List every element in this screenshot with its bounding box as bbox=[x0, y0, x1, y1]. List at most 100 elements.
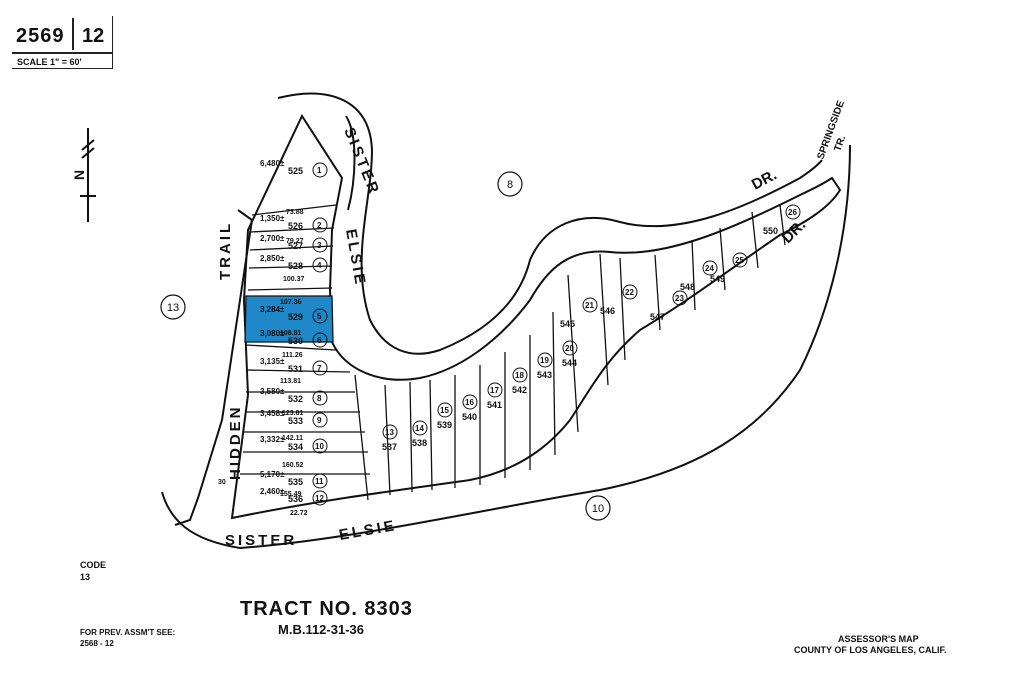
lot-number-label: 22 bbox=[625, 288, 634, 297]
parcel-ain-label: 526 bbox=[288, 221, 303, 231]
street-tr: TR. bbox=[832, 134, 848, 153]
previous-assessment-label: FOR PREV. ASSM'T SEE: bbox=[80, 628, 176, 637]
lot-number-circle bbox=[412, 420, 428, 436]
parcel-ain-label: 540 bbox=[462, 412, 477, 422]
parcel-ain-label: 544 bbox=[562, 358, 577, 368]
lot-number-circle bbox=[537, 352, 553, 368]
map-page-number: 12 bbox=[82, 25, 105, 47]
dimension-label: 111.26 bbox=[282, 352, 303, 359]
lot-number-label: 14 bbox=[415, 424, 424, 433]
lot-number-circle bbox=[732, 252, 748, 268]
parcel-ain-label: 537 bbox=[382, 442, 397, 452]
lot-number-label: 4 bbox=[317, 261, 322, 270]
dimension-label: 73.88 bbox=[286, 209, 304, 216]
street-sister-top: SISTER bbox=[340, 125, 383, 198]
box-divider-horizontal bbox=[12, 52, 112, 54]
dimension-label: 160.52 bbox=[282, 462, 304, 469]
parcel-area: 3,284± bbox=[260, 305, 285, 314]
street-elsie-bottom: ELSIE bbox=[338, 517, 398, 544]
road-edge bbox=[239, 144, 851, 549]
lot-number-circle bbox=[702, 260, 718, 276]
lot-number-circle bbox=[312, 473, 328, 489]
street-elsie-vertical: ELSIE bbox=[342, 228, 369, 288]
dimension-label: 30 bbox=[218, 479, 226, 486]
dimension-label: 107.36 bbox=[280, 299, 302, 306]
lot-number-label: 26 bbox=[788, 208, 797, 217]
road-edge bbox=[161, 491, 241, 549]
road-edge bbox=[174, 209, 254, 526]
parcel-area: 6,480± bbox=[260, 159, 285, 168]
north-arrow-icon bbox=[80, 128, 96, 222]
lot-number-label: 2 bbox=[317, 221, 322, 230]
parcel-ain-label: 529 bbox=[288, 312, 303, 322]
parcel-ain-label: 534 bbox=[288, 442, 303, 452]
lot-number-circle bbox=[312, 237, 328, 253]
parcel-area: 5,170± bbox=[260, 470, 285, 479]
street-hidden: HIDDEN bbox=[227, 404, 244, 480]
block-13-label: 13 bbox=[167, 302, 179, 314]
county-label: COUNTY OF LOS ANGELES, CALIF. bbox=[794, 645, 947, 655]
lot-number-circle bbox=[512, 367, 528, 383]
block-circle bbox=[585, 495, 611, 521]
block-8-label: 8 bbox=[507, 179, 513, 191]
code-value: 13 bbox=[80, 572, 91, 582]
parcel-ain-label: 535 bbox=[288, 477, 303, 487]
lot-number-circle bbox=[785, 204, 801, 220]
parcel-ain-label: 547 bbox=[650, 312, 665, 322]
parcel-ain-label: 532 bbox=[288, 394, 303, 404]
dimension-label: 100.37 bbox=[283, 276, 305, 283]
parcel-area: 2,460± bbox=[260, 487, 285, 496]
street-sister-bottom: SISTER bbox=[225, 532, 297, 549]
lot-number-label: 7 bbox=[317, 364, 322, 373]
parcel-area: 3,332± bbox=[260, 435, 285, 444]
lot-number-label: 13 bbox=[385, 428, 394, 437]
lot-number-label: 8 bbox=[317, 394, 322, 403]
parcel-ain-label: 542 bbox=[512, 385, 527, 395]
lot-number-label: 5 bbox=[317, 312, 322, 321]
lot-number-label: 6 bbox=[317, 336, 322, 345]
tract-number: TRACT NO. 8303 bbox=[240, 598, 413, 620]
lot-number-circle bbox=[312, 490, 328, 506]
lot-number-circle bbox=[312, 332, 328, 348]
lot-number-label: 18 bbox=[515, 371, 524, 380]
lot-number-label: 19 bbox=[540, 356, 549, 365]
lot-number-label: 12 bbox=[315, 494, 324, 503]
dimension-label: 22.72 bbox=[290, 510, 308, 517]
dimension-label: 108.81 bbox=[280, 330, 302, 337]
street-trail: TRAIL bbox=[217, 221, 234, 280]
parcel-ain-label: 539 bbox=[437, 420, 452, 430]
lot-number-label: 17 bbox=[490, 386, 499, 395]
lot-number-circle bbox=[622, 284, 638, 300]
lot-number-label: 10 bbox=[315, 442, 324, 451]
lot-number-circle bbox=[582, 297, 598, 313]
lot-number-circle bbox=[437, 402, 453, 418]
previous-assessment-value: 2568 - 12 bbox=[80, 639, 114, 648]
parcel-ain-label: 541 bbox=[487, 400, 502, 410]
lot-number-label: 20 bbox=[565, 344, 574, 353]
dimension-label: 155.49 bbox=[280, 491, 302, 498]
lot-number-label: 25 bbox=[735, 256, 744, 265]
map-book-reference: M.B.112-31-36 bbox=[278, 622, 364, 637]
highlighted-parcel bbox=[244, 295, 334, 343]
parcel-area: 3,458± bbox=[260, 409, 285, 418]
street-dr-top: DR. bbox=[749, 166, 780, 193]
parcel-ain-label: 545 bbox=[560, 319, 575, 329]
dimension-label: 123.81 bbox=[282, 410, 304, 417]
parcel-ain-label: 546 bbox=[600, 306, 615, 316]
lot-number-circle bbox=[672, 290, 688, 306]
parcel-ain-label: 549 bbox=[710, 274, 725, 284]
lot-number-circle bbox=[487, 382, 503, 398]
parcel-ain-label: 538 bbox=[412, 438, 427, 448]
lot-number-circle bbox=[312, 217, 328, 233]
dimension-label: 79.27 bbox=[286, 238, 304, 245]
lot-number-circle bbox=[562, 340, 578, 356]
lot-number-circle bbox=[462, 394, 478, 410]
parcel-area: 3,580± bbox=[260, 387, 285, 396]
lot-number-label: 11 bbox=[315, 477, 324, 486]
lot-number-label: 15 bbox=[440, 406, 449, 415]
parcel-ain-label: 525 bbox=[288, 166, 303, 176]
road-edge bbox=[345, 115, 356, 211]
parcel-ain-label: 530 bbox=[288, 336, 303, 346]
dimension-label: 142.11 bbox=[282, 435, 303, 442]
